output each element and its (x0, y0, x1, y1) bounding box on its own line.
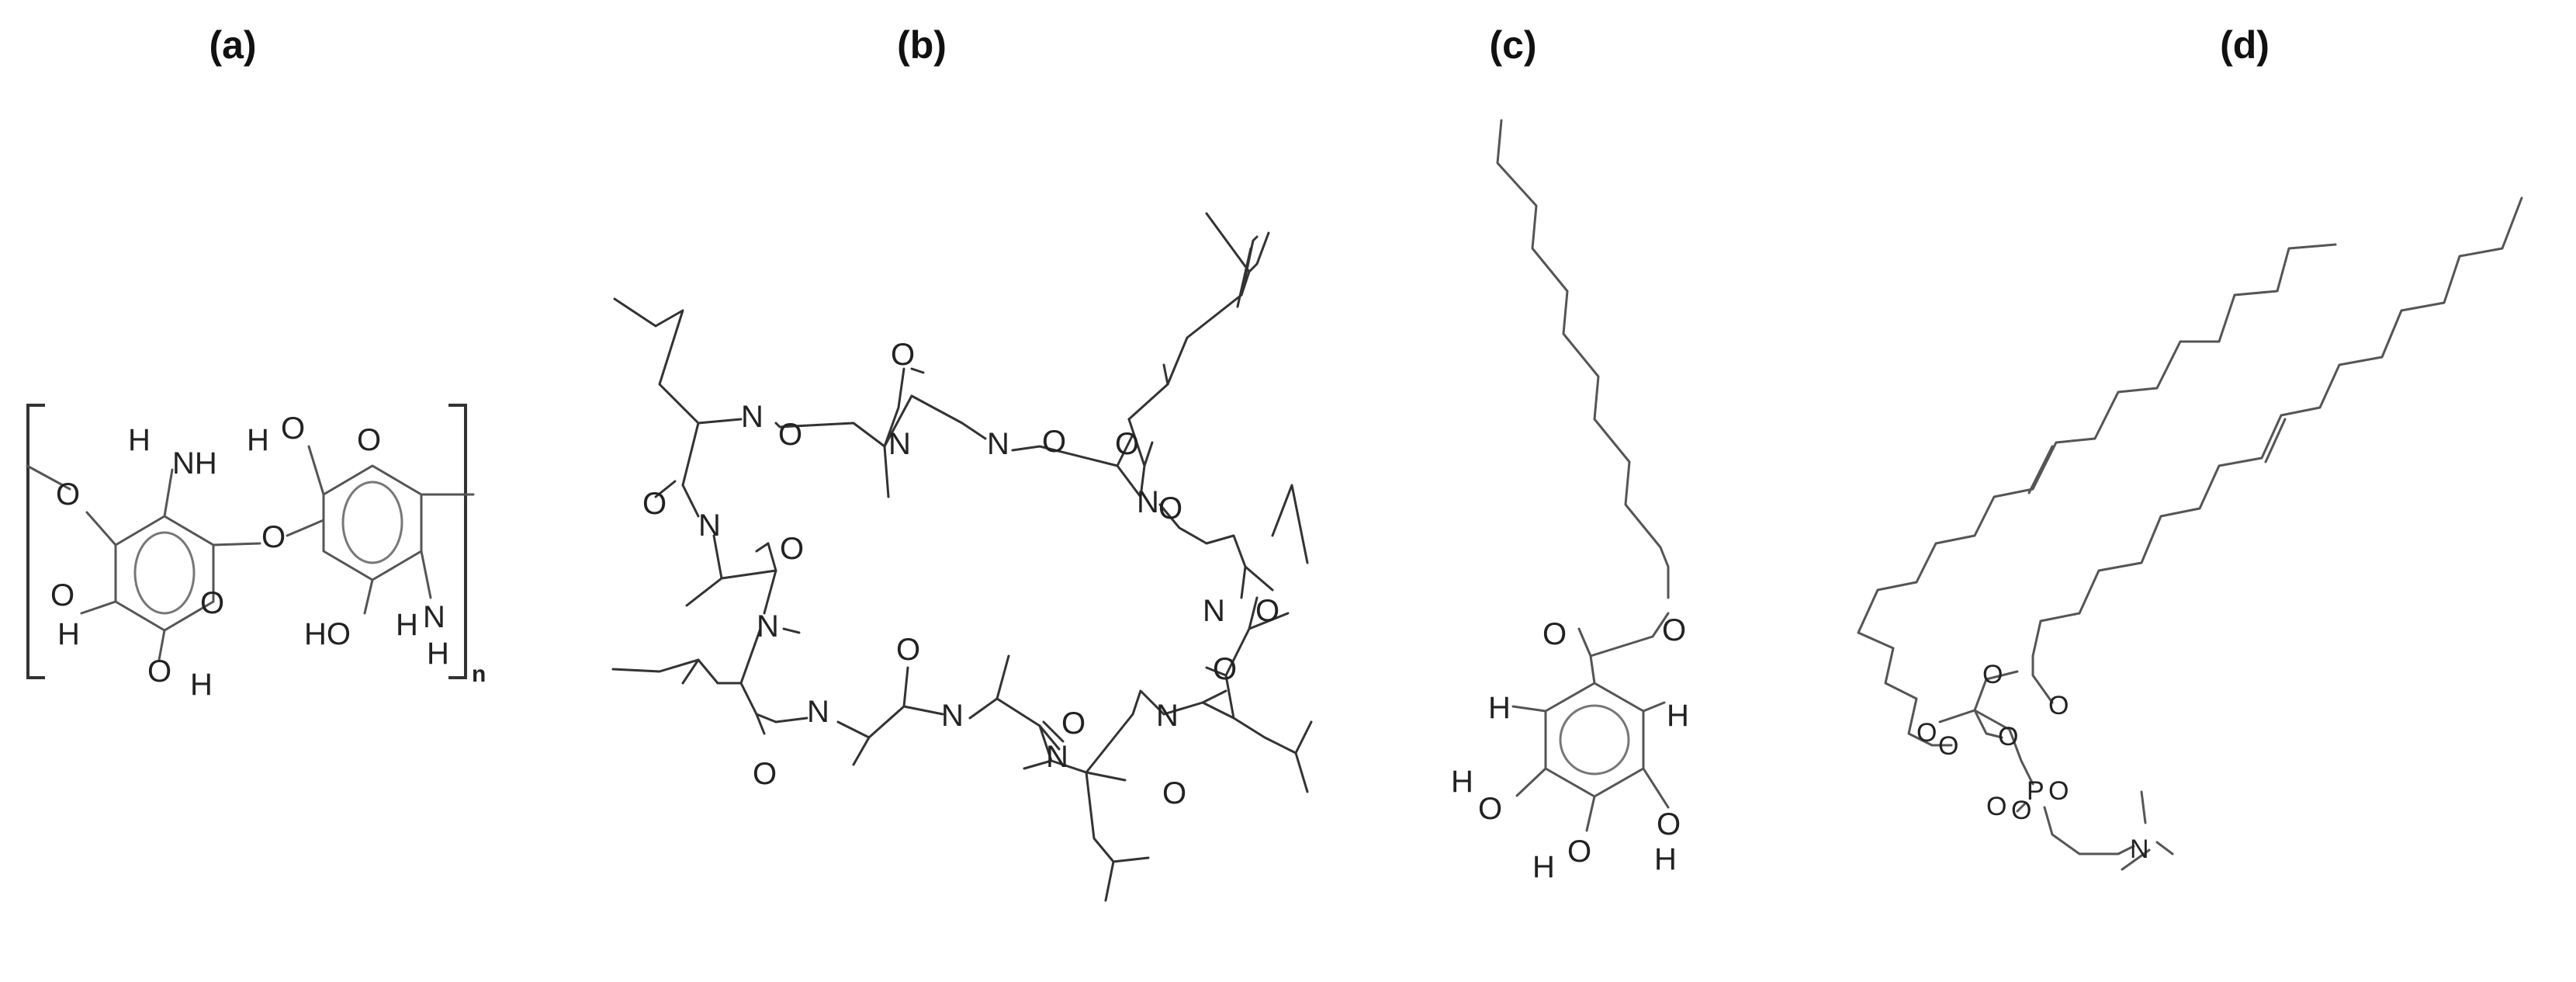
atom-b-n8: N (941, 699, 964, 733)
atom-c-oh-left-h: H (1451, 765, 1473, 799)
atom-d-o8: O (2011, 796, 2031, 825)
atom-b-o6: O (642, 487, 667, 521)
atom-a-nh2-h2: H (427, 637, 449, 671)
atom-c-oh-right-h: H (1654, 842, 1677, 876)
atom-a-o-ring1: O (200, 586, 224, 620)
atom-a-oh1-h: H (57, 617, 80, 651)
atom-b-n9: N (1046, 740, 1068, 774)
atom-c-o-ester: O (1662, 613, 1686, 647)
atom-b-n7: N (807, 695, 829, 729)
panel-label-a: (a) (209, 23, 256, 67)
atom-c-oh-mid-h: H (1532, 850, 1555, 884)
ring-2-circle (341, 481, 403, 564)
bracket-right (448, 404, 467, 679)
atom-a-o-bridge: O (261, 520, 286, 554)
atom-b-o12: O (1255, 594, 1279, 628)
atom-d-o1: O (1982, 660, 2003, 689)
atom-a-oh1: O (50, 578, 74, 612)
atom-d-o5: O (1998, 722, 2018, 751)
atom-a-o-ring2: O (357, 423, 381, 457)
acyl-chain-2 (2031, 196, 2523, 658)
atom-b-o3: O (1042, 425, 1066, 459)
atom-b-o1: O (778, 418, 802, 452)
atom-a-h1: H (128, 423, 151, 457)
atom-c-oh-right-o: O (1657, 807, 1681, 841)
atom-c-oh-mid-o: O (1567, 835, 1591, 869)
atom-b-o2: O (891, 338, 915, 372)
atom-d-o2: O (2048, 691, 2069, 720)
atom-b-o9: O (896, 633, 920, 667)
panel-label-c: (c) (1489, 23, 1536, 67)
atom-c-oh-left-o: O (1478, 792, 1502, 826)
atom-a-nh2-n: N (423, 600, 445, 634)
atom-c-h-right: H (1667, 699, 1689, 733)
atom-b-n10: N (1156, 699, 1179, 733)
atom-b-o4: O (1115, 427, 1139, 461)
alkyl-chain-c (1496, 119, 1670, 599)
atom-b-n5: N (698, 508, 721, 543)
ring-c-circle (1559, 704, 1630, 776)
atom-a-ho-bottom: HO (304, 617, 351, 651)
acyl-chain-1 (1857, 243, 2337, 747)
atom-a-ho-top: O (281, 411, 305, 446)
atom-b-o8: O (753, 757, 777, 791)
structure-a-chitosan: n H NH O O H O O H O H O O HO H N H (26, 404, 486, 702)
panel-label-d: (d) (2220, 23, 2270, 67)
atom-b-n2: N (888, 427, 911, 461)
bracket-left (26, 404, 45, 679)
panel-label-b: (b) (897, 23, 947, 67)
atom-a-oh2: O (147, 654, 171, 689)
atom-d-n: N (2130, 835, 2149, 864)
atom-b-n1: N (741, 400, 763, 434)
atom-b-o10: O (1061, 706, 1085, 741)
atom-a-o-left: O (56, 477, 80, 512)
atom-d-o4: O (1938, 731, 1958, 761)
structure-c-dodecyl-gallate: O O H H H O O H O H (1451, 119, 1689, 884)
atom-b-n3b: N (1203, 594, 1225, 628)
atom-c-h-left: H (1488, 691, 1511, 725)
atom-b-n6: N (757, 609, 779, 644)
atom-a-nh2-h: H (396, 608, 418, 642)
atom-b-o5: O (1158, 491, 1182, 526)
atom-b-o11: O (1162, 776, 1186, 810)
atom-d-o7: O (1986, 792, 2006, 821)
repeat-subscript: n (472, 661, 486, 687)
structure-b-cyclic-peptide: N O N O N O O N O O N O N O N O N O N O … (611, 212, 1313, 902)
atom-d-o3: O (1916, 718, 1937, 748)
atom-c-o-carbonyl: O (1542, 617, 1567, 651)
ring-1-circle (133, 531, 196, 615)
atom-b-n4: N (1137, 485, 1159, 519)
atom-b-o13: O (1213, 652, 1237, 686)
structure-d-phosphatidylcholine: O O O O O P O O O N (1857, 196, 2523, 871)
atom-d-p: P (2027, 776, 2045, 806)
atom-a-oh2-h: H (190, 668, 213, 702)
atom-b-n3: N (987, 427, 1009, 461)
atom-d-o6: O (2048, 776, 2069, 806)
atom-b-o7: O (780, 532, 804, 566)
atom-a-ho-top-h: H (247, 423, 269, 457)
atom-a-nh: NH (172, 446, 217, 481)
